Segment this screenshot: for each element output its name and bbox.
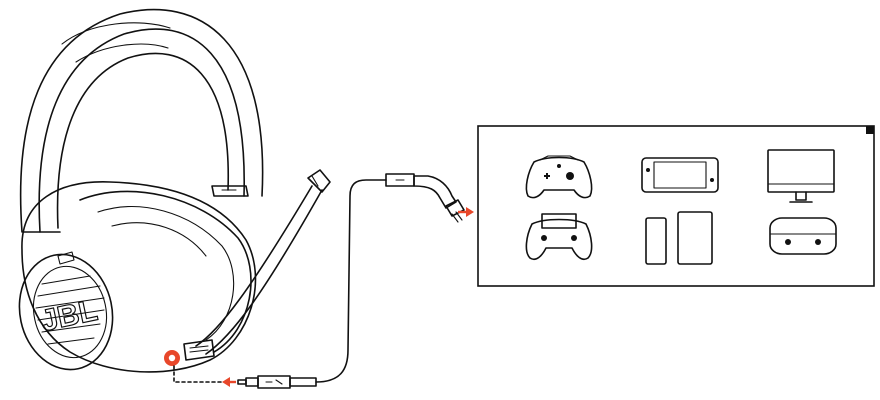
ear-cup: JBL (18, 181, 257, 373)
devices-panel (477, 125, 875, 287)
grille-lines (35, 275, 105, 345)
headset: JBL (18, 8, 331, 373)
handheld-console-icon (641, 157, 719, 193)
brand-logo: JBL (38, 294, 100, 338)
jack-connector-upper (385, 173, 465, 223)
headband (19, 8, 264, 233)
arrow-to-headset-icon (222, 377, 236, 387)
arrow-to-devices-icon (458, 207, 474, 217)
monitor-icon (767, 149, 835, 203)
xbox-controller-icon (525, 155, 593, 199)
jack-connector-lower (237, 375, 317, 389)
boom-microphone (183, 169, 331, 361)
playstation-controller-icon (525, 213, 593, 261)
corner-marker (866, 126, 874, 134)
audio-cable (173, 173, 465, 389)
vr-headset-icon (769, 217, 837, 255)
headphone-port-icon (164, 350, 180, 366)
phone-tablet-icon (645, 211, 713, 265)
